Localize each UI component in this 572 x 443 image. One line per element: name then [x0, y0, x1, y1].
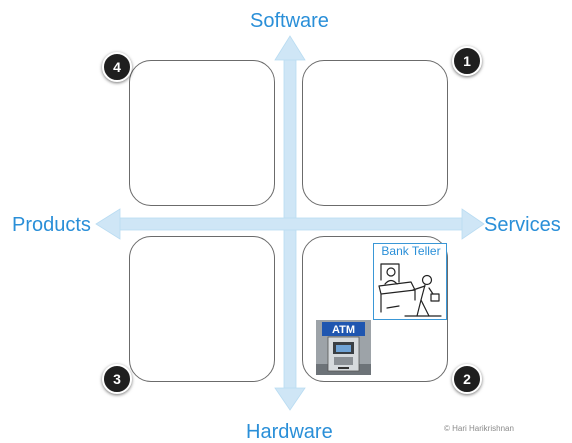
axis-label-hardware: Hardware	[246, 421, 333, 443]
arrowhead-down	[274, 387, 306, 411]
arrowhead-left	[95, 208, 121, 240]
axis-label-software: Software	[250, 10, 329, 32]
quadrant-bottom-left	[129, 236, 275, 382]
atm-drawing: ATM	[316, 320, 371, 375]
quadrant-badge-2: 2	[452, 364, 482, 394]
atm-picture: ATM	[316, 320, 371, 375]
quadrant-badge-4: 4	[102, 52, 132, 82]
bank-teller-illustration: Bank Teller	[373, 243, 447, 320]
bank-teller-label: Bank Teller	[381, 244, 441, 258]
bank-teller-drawing	[378, 263, 442, 317]
atm-sign-text: ATM	[332, 324, 355, 336]
quadrant-top-left	[129, 60, 275, 206]
quadrant-badge-3: 3	[102, 364, 132, 394]
horizontal-axis-shaft	[117, 217, 467, 231]
arrowhead-right	[461, 208, 485, 240]
axis-label-products: Products	[12, 214, 91, 236]
copyright-text: © Hari Harikrishnan	[444, 424, 514, 433]
axis-label-services: Services	[484, 214, 561, 236]
arrowhead-up	[274, 35, 306, 61]
quadrant-top-right	[302, 60, 448, 206]
quadrant-badge-1: 1	[452, 46, 482, 76]
